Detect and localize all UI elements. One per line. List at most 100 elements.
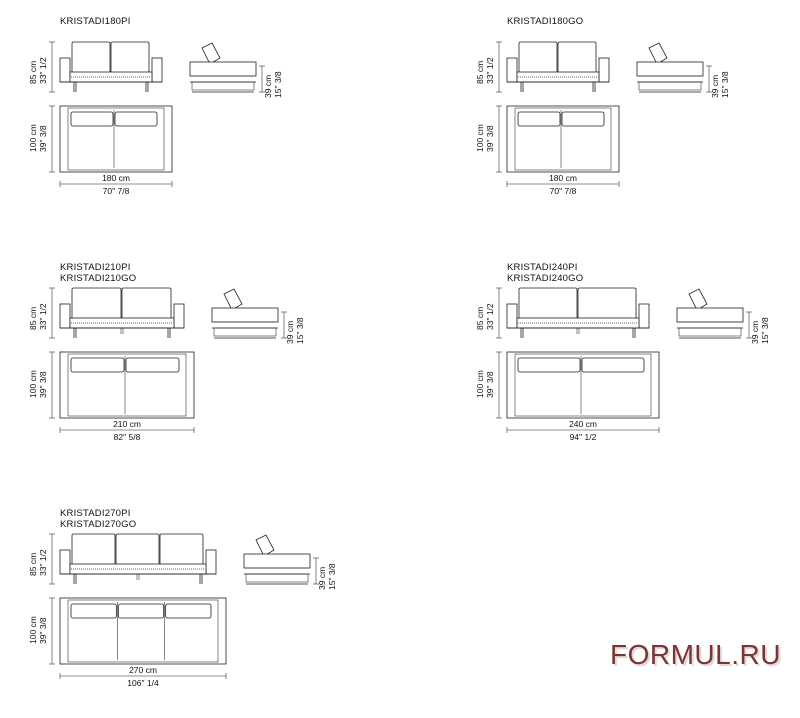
depth-cm-label: 100 cm: [28, 370, 38, 398]
width-in-label: 70" 7/8: [550, 186, 577, 196]
model-name: KRISTADI240GO: [507, 273, 583, 284]
model-name: KRISTADI270PI: [60, 508, 131, 519]
seat-in-label: 15" 3/8: [720, 71, 730, 98]
plan-view: [49, 105, 173, 187]
right-arm: [205, 549, 217, 575]
right-arm: [173, 303, 185, 329]
width-cm-label: 210 cm: [113, 419, 141, 429]
height-in-label: 33" 1/2: [38, 57, 48, 84]
plan-back-cushion: [117, 603, 165, 619]
watermark-shadow: FORMUL.RU: [612, 641, 783, 672]
side-seat: [243, 553, 311, 569]
depth-in-label: 39" 3/8: [38, 371, 48, 398]
depth-cm-label: 100 cm: [475, 370, 485, 398]
depth-in-label: 39" 3/8: [485, 125, 495, 152]
left-arm: [506, 303, 518, 329]
plan-view: [496, 105, 620, 187]
plan-back-cushion: [581, 357, 645, 373]
plan-back-cushion: [517, 357, 581, 373]
back-cushion: [71, 287, 122, 321]
width-in-label: 106" 1/4: [127, 678, 159, 688]
height-in-label: 33" 1/2: [38, 303, 48, 330]
model-name: KRISTADI210GO: [60, 273, 136, 284]
model-name: KRISTADI180GO: [507, 16, 583, 27]
seat-cm-label: 39 cm: [317, 567, 327, 590]
plan-view: [496, 351, 660, 433]
right-arm: [151, 57, 163, 83]
side-backrest: [223, 288, 243, 311]
front-view: [49, 533, 217, 585]
width-cm-label: 270 cm: [129, 665, 157, 675]
plan-back-cushion: [70, 603, 117, 619]
side-backrest: [201, 42, 221, 65]
width-cm-label: 180 cm: [549, 173, 577, 183]
plan-back-cushion: [70, 357, 125, 373]
front-view: [49, 41, 163, 93]
side-base: [213, 327, 277, 337]
back-cushion: [577, 287, 637, 321]
depth-cm-label: 100 cm: [28, 124, 38, 152]
plan-seat: [67, 599, 219, 663]
back-cushion: [557, 41, 597, 75]
depth-in-label: 39" 3/8: [38, 617, 48, 644]
plan-back-cushion: [517, 111, 561, 127]
seat-in-label: 15" 3/8: [760, 317, 770, 344]
left-arm: [59, 303, 71, 329]
side-base: [638, 81, 702, 91]
side-backrest: [255, 534, 275, 557]
seat-in-label: 15" 3/8: [295, 317, 305, 344]
height-cm-label: 85 cm: [475, 61, 485, 84]
width-in-label: 70" 7/8: [103, 186, 130, 196]
back-cushion: [518, 41, 558, 75]
model-name: KRISTADI180PI: [60, 16, 131, 27]
height-in-label: 33" 1/2: [38, 549, 48, 576]
height-cm-label: 85 cm: [28, 307, 38, 330]
model-name: KRISTADI270GO: [60, 519, 136, 530]
depth-cm-label: 100 cm: [475, 124, 485, 152]
width-cm-label: 180 cm: [102, 173, 130, 183]
height-cm-label: 85 cm: [28, 553, 38, 576]
side-base: [678, 327, 742, 337]
back-cushion: [159, 533, 204, 567]
plan-back-cushion: [114, 111, 158, 127]
right-arm: [638, 303, 650, 329]
back-cushion: [71, 41, 111, 75]
left-arm: [59, 57, 71, 83]
plan-back-cushion: [165, 603, 212, 619]
plan-back-cushion: [70, 111, 114, 127]
back-cushion: [518, 287, 578, 321]
model-name: KRISTADI210PI: [60, 262, 131, 273]
seat-cm-label: 39 cm: [263, 75, 273, 98]
depth-cm-label: 100 cm: [28, 616, 38, 644]
side-backrest: [688, 288, 708, 311]
front-view: [496, 287, 650, 339]
front-view: [49, 287, 185, 339]
seat-cm-label: 39 cm: [710, 75, 720, 98]
plan-view: [49, 597, 227, 679]
back-cushion: [71, 533, 116, 567]
back-cushion: [115, 533, 160, 567]
left-arm: [59, 549, 71, 575]
back-cushion: [121, 287, 172, 321]
plan-back-cushion: [561, 111, 605, 127]
plan-seat: [67, 353, 187, 417]
depth-in-label: 39" 3/8: [485, 371, 495, 398]
plan-back-cushion: [125, 357, 180, 373]
height-cm-label: 85 cm: [475, 307, 485, 330]
left-arm: [506, 57, 518, 83]
height-in-label: 33" 1/2: [485, 57, 495, 84]
width-in-label: 82" 5/8: [114, 432, 141, 442]
side-seat: [636, 61, 704, 77]
back-cushion: [110, 41, 150, 75]
side-seat: [189, 61, 257, 77]
height-in-label: 33" 1/2: [485, 303, 495, 330]
seat-in-label: 15" 3/8: [273, 71, 283, 98]
